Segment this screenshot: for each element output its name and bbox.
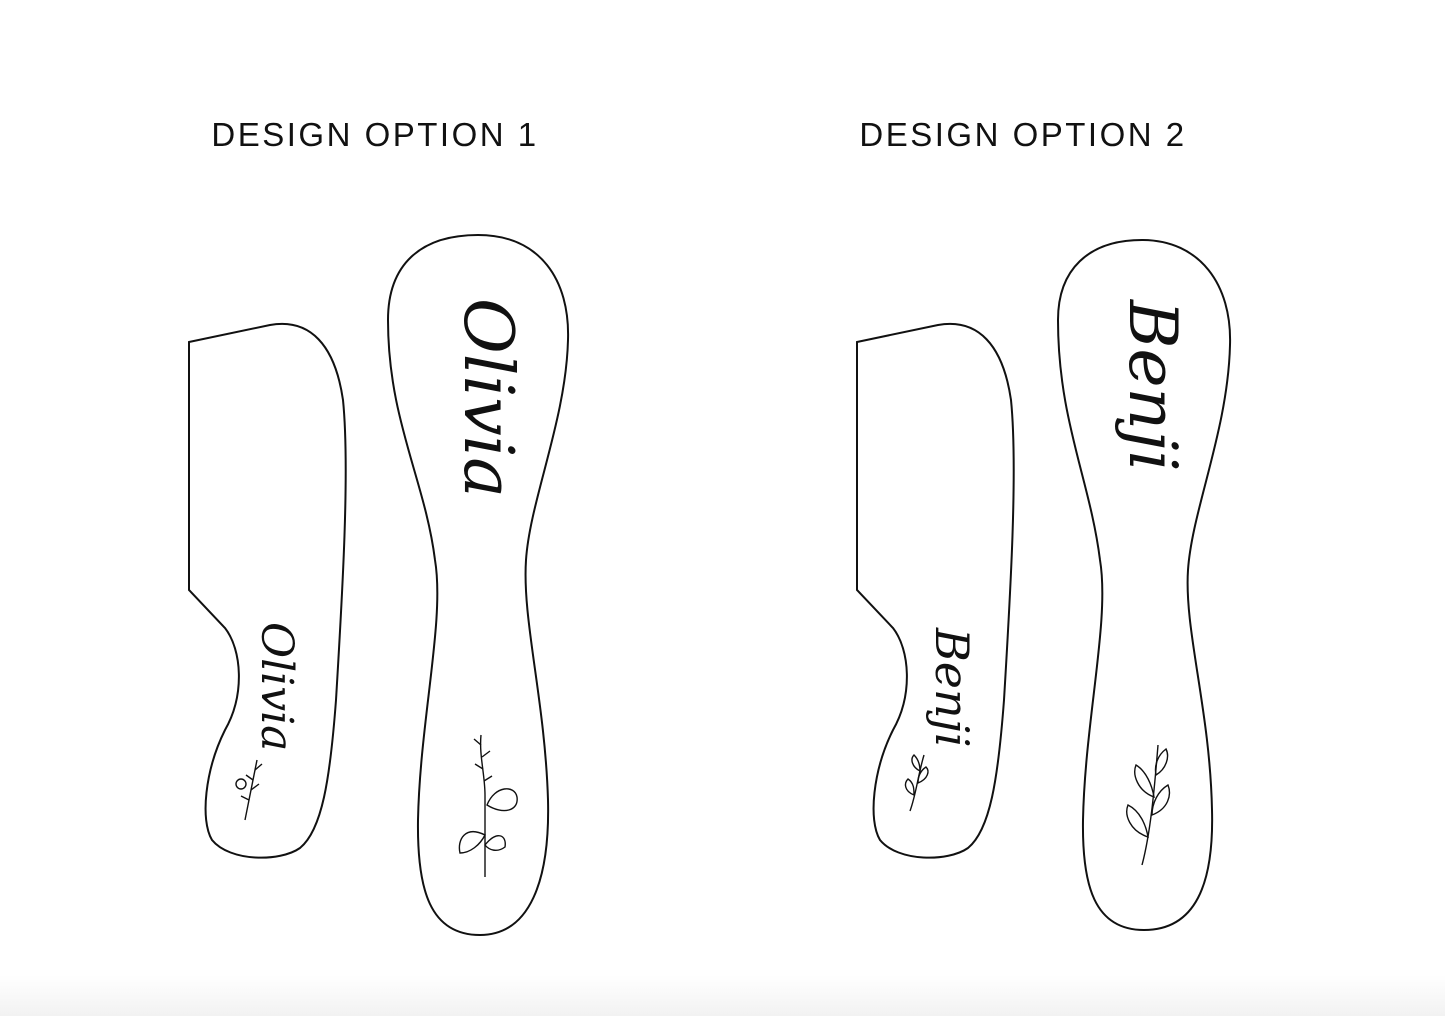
option-1-brush: Olivia: [386, 233, 570, 937]
leaf-sprig-icon: [904, 754, 929, 812]
comb-name-text: Olivia: [251, 622, 302, 751]
option-1-comb: Olivia: [188, 322, 347, 859]
leaf-sprig-icon: [1126, 744, 1171, 866]
option-2-brush: Benji: [1056, 238, 1232, 932]
design-option-2-title: DESIGN OPTION 2: [859, 116, 1187, 153]
brush-name-text: Benji: [1114, 299, 1191, 472]
option-2-comb: Benji: [856, 322, 1015, 859]
wildflower-icon: [235, 759, 263, 821]
design-option-1-title: DESIGN OPTION 1: [211, 116, 539, 153]
brush-name-text: Olivia: [448, 298, 527, 498]
comb-name-text: Benji: [925, 627, 979, 748]
wildflower-icon: [458, 734, 518, 877]
